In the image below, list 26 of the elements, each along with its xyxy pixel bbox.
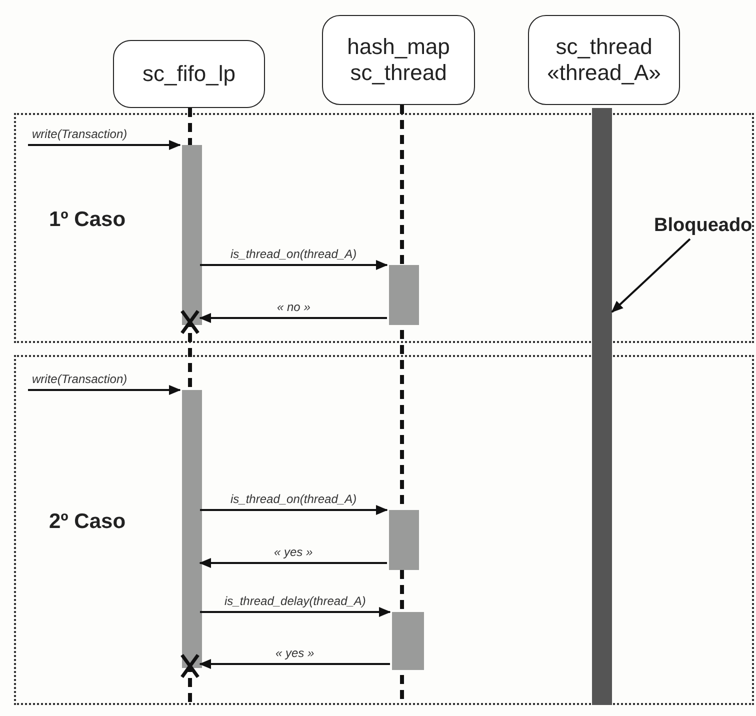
message-arrow [200,260,388,270]
participant-box: sc_thread «thread_A» [528,15,680,105]
activation-bar [392,612,424,670]
message-arrow [199,659,390,669]
message-arrow [28,385,181,395]
message-arrow [199,313,387,323]
activation-bar [389,510,419,570]
leader-line [611,238,691,313]
message-label: is_thread_on(thread_A) [228,492,359,506]
activation-bar [182,145,202,325]
fragment-title: 1º Caso [49,208,126,232]
message-arrow [199,558,387,568]
message-label: write(Transaction) [30,372,130,386]
activation-bar [182,390,202,668]
annotation-text: Bloqueado [654,215,754,241]
activation-bar [592,108,612,705]
message-arrow [28,140,181,150]
fragment-title: 2º Caso [49,510,126,534]
message-arrow [200,607,391,617]
message-label: write(Transaction) [30,127,130,141]
message-label: is_thread_delay(thread_A) [222,594,368,608]
message-arrow [200,505,388,515]
message-label: is_thread_on(thread_A) [228,247,359,261]
activation-bar [389,265,419,325]
participant-box: sc_fifo_lp [113,40,265,108]
participant-box: hash_map sc_thread [322,15,475,105]
